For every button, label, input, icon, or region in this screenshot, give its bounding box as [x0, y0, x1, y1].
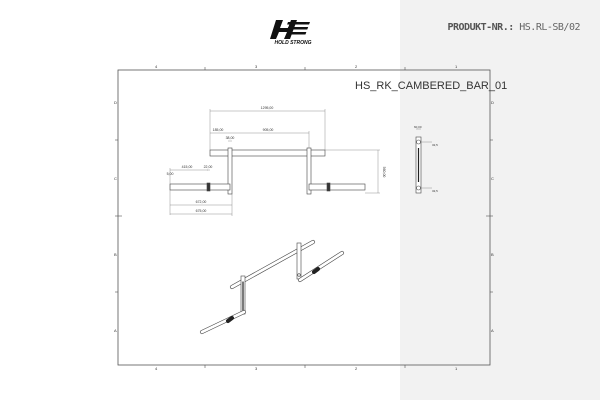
frame-ticks	[115, 67, 493, 368]
drawing-line	[416, 139, 421, 145]
drawing-label: 2	[355, 366, 358, 371]
drawing-line	[287, 22, 310, 25]
drawing-line	[227, 147, 233, 195]
drawing-line	[209, 149, 326, 157]
isometric-view	[200, 240, 344, 334]
drawing-label: 1295,00	[261, 106, 274, 110]
drawing-label: 4	[155, 366, 158, 371]
drawing-label: 185,00	[213, 128, 224, 132]
drawing-label: 415,00	[182, 165, 193, 169]
drawing-label: 1	[455, 64, 458, 69]
drawing-line	[287, 32, 307, 35]
front-view-dimensions	[169, 109, 380, 216]
drawing-line	[298, 251, 344, 282]
drawing-line	[169, 183, 231, 191]
drawing-label: C	[491, 176, 494, 181]
drawing-label: D	[114, 100, 117, 105]
front-view	[169, 147, 366, 195]
drawing-label: C	[114, 176, 117, 181]
drawing-label: 905,00	[263, 128, 274, 132]
drawing-line	[200, 310, 246, 334]
drawing-line: 1295,00 185,00 905,00 38,00 415,00 22,00…	[167, 106, 386, 213]
side-panel	[400, 0, 600, 400]
drawing-label: B	[491, 252, 494, 257]
drawing-line	[312, 267, 320, 274]
drawing-label: 22,00	[204, 165, 213, 169]
drawing-label: 560,00	[382, 167, 386, 178]
drawing-label: B	[114, 252, 117, 257]
drawing-label: 1	[455, 366, 458, 371]
drawing-line: 60,00 32,5 32,5	[414, 125, 438, 193]
drawing-label: 4	[155, 64, 158, 69]
product-number: PRODUKT-NR.: HS.RL-SB/02	[447, 22, 580, 33]
hold-strong-logo: HOLD STRONG	[270, 20, 312, 46]
drawing-label: 3	[255, 366, 258, 371]
drawing-label: 3	[255, 64, 258, 69]
drawing-label: 60,00	[414, 125, 422, 129]
drawing-label: 5,00	[167, 172, 174, 176]
drawing-label: 2	[355, 64, 358, 69]
drawing-label: A	[491, 328, 494, 333]
drawing-label: A	[114, 328, 117, 333]
drawing-line	[206, 182, 211, 192]
drawing-label: D	[491, 100, 494, 105]
drawing-line	[326, 182, 331, 192]
drawing-label: 672,00	[196, 200, 207, 204]
drawing-line	[297, 273, 301, 277]
drawing-title: HS_RK_CAMBERED_BAR_01	[355, 80, 507, 92]
drawing-label: 32,5	[432, 189, 438, 193]
drawing-label: HOLD STRONG	[275, 40, 312, 46]
drawing-label: 38,00	[226, 136, 235, 140]
drawing-label: 675,00	[196, 209, 207, 213]
drawing-line: 4 3 2 1 4 3 2 1 D C B A D C B A	[114, 64, 494, 371]
drawing-line	[287, 27, 309, 30]
drawing-frame	[117, 69, 491, 366]
drawing-label: 32,5	[432, 143, 438, 147]
drawing-line	[226, 316, 234, 323]
drawing-line	[308, 183, 366, 191]
side-view	[415, 128, 432, 194]
drawing-line	[416, 185, 421, 191]
